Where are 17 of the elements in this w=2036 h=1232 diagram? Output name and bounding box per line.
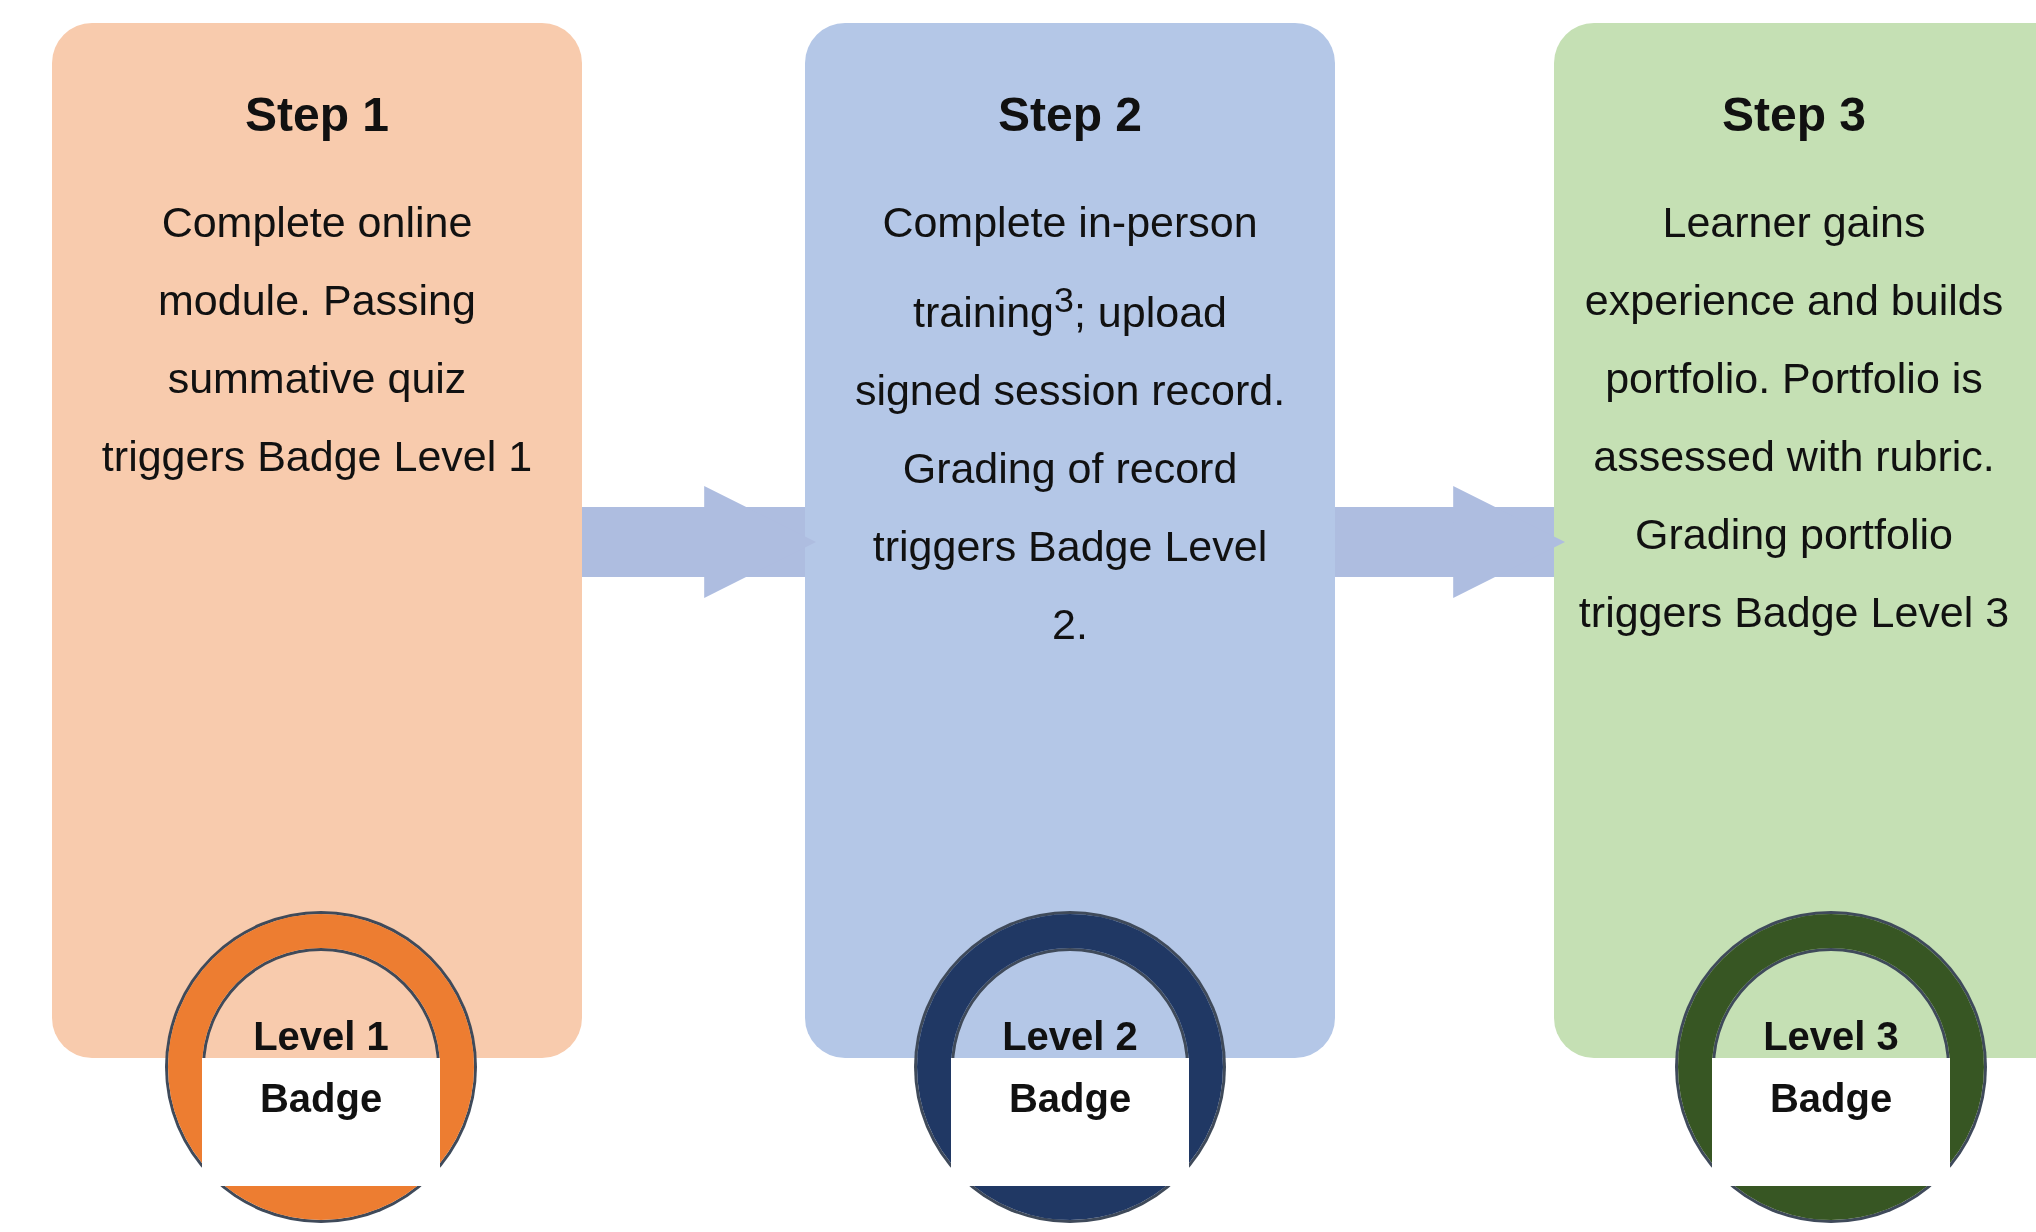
step-card	[52, 23, 582, 1058]
badge-ring	[168, 914, 474, 1220]
block-arrow	[582, 486, 817, 598]
badge-ring	[1678, 914, 1984, 1220]
badge-label: Level 3 Badge	[1762, 1013, 1900, 1122]
step-heading: Step 3	[1720, 87, 1867, 143]
badge-label: Level 1 Badge	[252, 1013, 390, 1122]
badge-label: Level 2 Badge	[1001, 1013, 1139, 1122]
step-card	[805, 23, 1335, 1058]
step-description: Learner gains experience and builds portfolio. Portfolio is assessed with rubric. Grading portfolio triggers Badge Level 3	[1577, 197, 2011, 638]
step-card	[1554, 23, 2036, 1058]
step-description: Complete online module. Passing summative quiz triggers Badge Level 1	[100, 197, 534, 482]
step-heading: Step 1	[243, 87, 390, 143]
step-description: Complete in-person training$^{3}$; upload signed session record. Grading of record triggers Badge Level 2.	[853, 197, 1287, 651]
block-arrow	[1335, 486, 1566, 598]
step-heading: Step 2	[996, 87, 1143, 143]
badge-ring	[917, 914, 1223, 1220]
